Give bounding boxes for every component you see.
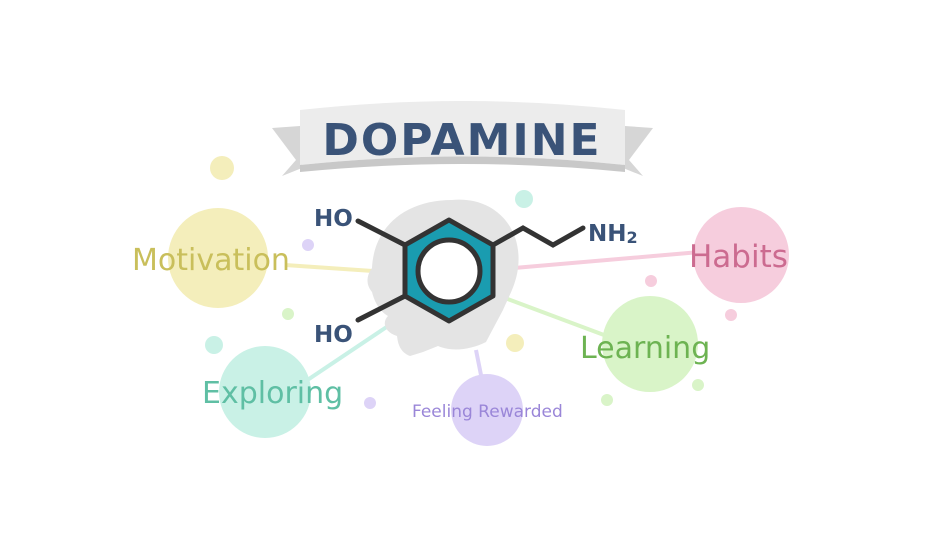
- connector-habits: [513, 250, 701, 270]
- amine-symbol: NH: [588, 221, 627, 247]
- banner-ribbon: [300, 101, 625, 165]
- exploring-circle: [219, 346, 311, 438]
- molecule-bonds: [355, 218, 586, 323]
- dot: [364, 397, 376, 409]
- learning-label: Learning: [580, 331, 710, 366]
- banner-shadow: [300, 156, 625, 172]
- banner-fold-left: [272, 126, 302, 176]
- banner-fold-right: [623, 126, 653, 176]
- bond-ethylamine-chain: [490, 225, 586, 248]
- bond-ho-top: [355, 218, 408, 248]
- dot: [210, 156, 234, 180]
- feeling-rewarded-label: Feeling Rewarded: [412, 402, 563, 422]
- feeling-rewarded-circle: [451, 374, 523, 446]
- bond-ho-bottom: [355, 293, 408, 323]
- dot: [506, 334, 524, 352]
- title-banner: DOPAMINE: [272, 101, 653, 176]
- dot: [601, 394, 613, 406]
- amine-label: NH2: [588, 221, 638, 247]
- habits-label: Habits: [689, 239, 788, 275]
- dot: [645, 275, 657, 287]
- decorative-dots: [205, 156, 737, 409]
- dot: [725, 309, 737, 321]
- dot: [515, 190, 533, 208]
- connector-exploring: [298, 316, 402, 387]
- motivation-label: Motivation: [132, 243, 290, 278]
- dot: [302, 239, 314, 251]
- dot: [282, 308, 294, 320]
- amine-subscript: 2: [627, 228, 638, 247]
- benzene-ring: [402, 217, 496, 324]
- learning-circle: [602, 296, 698, 392]
- concept-circles: [168, 207, 789, 446]
- exploring-label: Exploring: [202, 376, 343, 411]
- hydroxyl-label-bottom: HO: [314, 322, 353, 348]
- ring-aromatic-circle: [415, 237, 483, 305]
- habits-circle: [693, 207, 789, 303]
- page-title: DOPAMINE: [322, 115, 601, 166]
- hydroxyl-label-top: HO: [314, 206, 353, 232]
- connector-learning: [504, 296, 613, 340]
- dot: [692, 379, 704, 391]
- motivation-circle: [168, 208, 268, 308]
- dot: [205, 336, 223, 354]
